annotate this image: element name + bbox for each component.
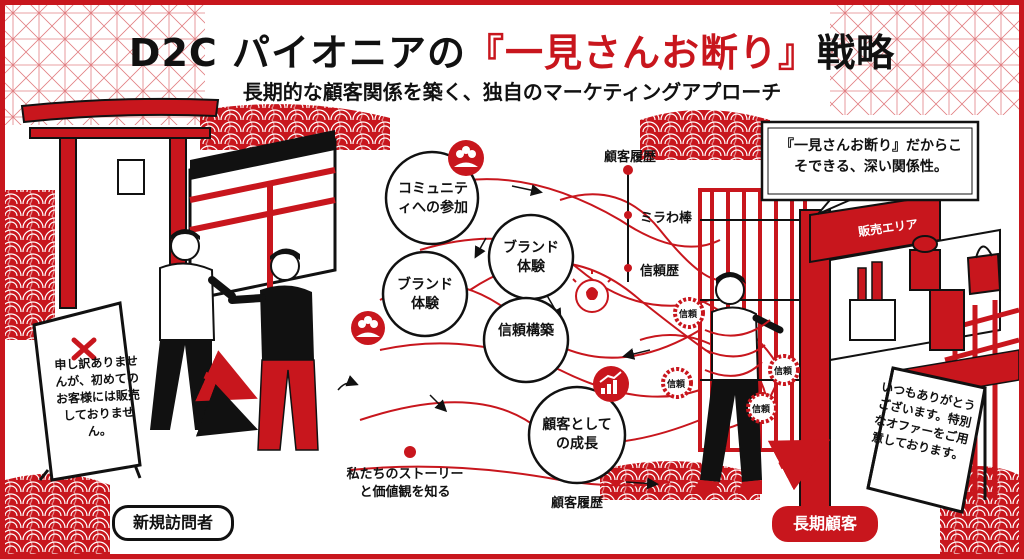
- title-suffix: 戦略: [817, 31, 896, 75]
- cross-icon: [71, 337, 97, 361]
- shop-staff-figure: [228, 248, 319, 451]
- journey-circles: [381, 150, 627, 485]
- shop-wall: [188, 130, 337, 302]
- red-arrow-right: [767, 439, 831, 491]
- shop-goods-icon: [849, 235, 1002, 351]
- story-dot: [404, 446, 416, 458]
- circle-community: コミュニティへの参加: [398, 181, 468, 216]
- story-label: 私たちのストーリーと価値観を知る: [346, 467, 464, 500]
- page-subtitle: 長期的な顧客関係を築く、独自のマーケティングアプローチ: [242, 80, 782, 104]
- community-icon: [448, 140, 484, 176]
- wave-bottom-left: [5, 473, 110, 554]
- left-sign-board: [32, 301, 142, 482]
- badge-text-2: 信頼: [667, 380, 686, 390]
- speech-bubble: [760, 120, 980, 215]
- timeline-mid: ミラわ棒: [640, 211, 693, 226]
- right-sign-board: [866, 366, 987, 514]
- circle-brand-experience-1: ブランド体験: [503, 240, 559, 275]
- torii-gate-icon: [20, 97, 220, 309]
- page-title: D2C パイオニアの『一見さんお断り』戦略: [0, 22, 1024, 77]
- top-right-pattern: [830, 5, 1019, 115]
- badge-text-4: 信頼: [752, 405, 771, 415]
- title-highlight: 『一見さんお断り』: [466, 31, 818, 75]
- speech-bubble-text: 『一見さんお断り』だからこそできる、深い関係性。: [780, 138, 962, 175]
- long-term-customer-figure: [690, 272, 784, 494]
- lightbulb-icon: [572, 270, 612, 313]
- timeline-trust: 信頼歴: [640, 264, 680, 279]
- customer-timeline: [623, 165, 633, 282]
- circle-trust-building: 信頼構築: [498, 323, 554, 339]
- circle-brand-experience-2: ブランド体験: [397, 277, 453, 312]
- wave-cloud-left: [200, 104, 390, 150]
- black-arrow: [195, 384, 259, 437]
- trust-badge-icon: [661, 297, 800, 424]
- group-icon: [351, 311, 385, 345]
- left-wave-pattern: [5, 190, 55, 340]
- bottom-history-label: 顧客履歴: [550, 496, 603, 511]
- badge-text-1: 信頼: [679, 310, 698, 320]
- long-term-customer-label: 長期顧客: [772, 506, 879, 542]
- circle-customer-growth: 顧客としての成長: [542, 417, 612, 452]
- new-visitor-label: 新規訪問者: [112, 505, 235, 541]
- wave-cloud-right: [640, 110, 770, 160]
- title-prefix: D2C パイオニアの: [128, 31, 467, 75]
- timeline-history: 顧客履歴: [603, 150, 656, 165]
- growth-chart-icon: [593, 366, 629, 402]
- left-sign-text: 申し訳ありませんが、初めてのお客様には販売しておりません。: [54, 353, 141, 439]
- badge-text-3: 信頼: [774, 367, 793, 377]
